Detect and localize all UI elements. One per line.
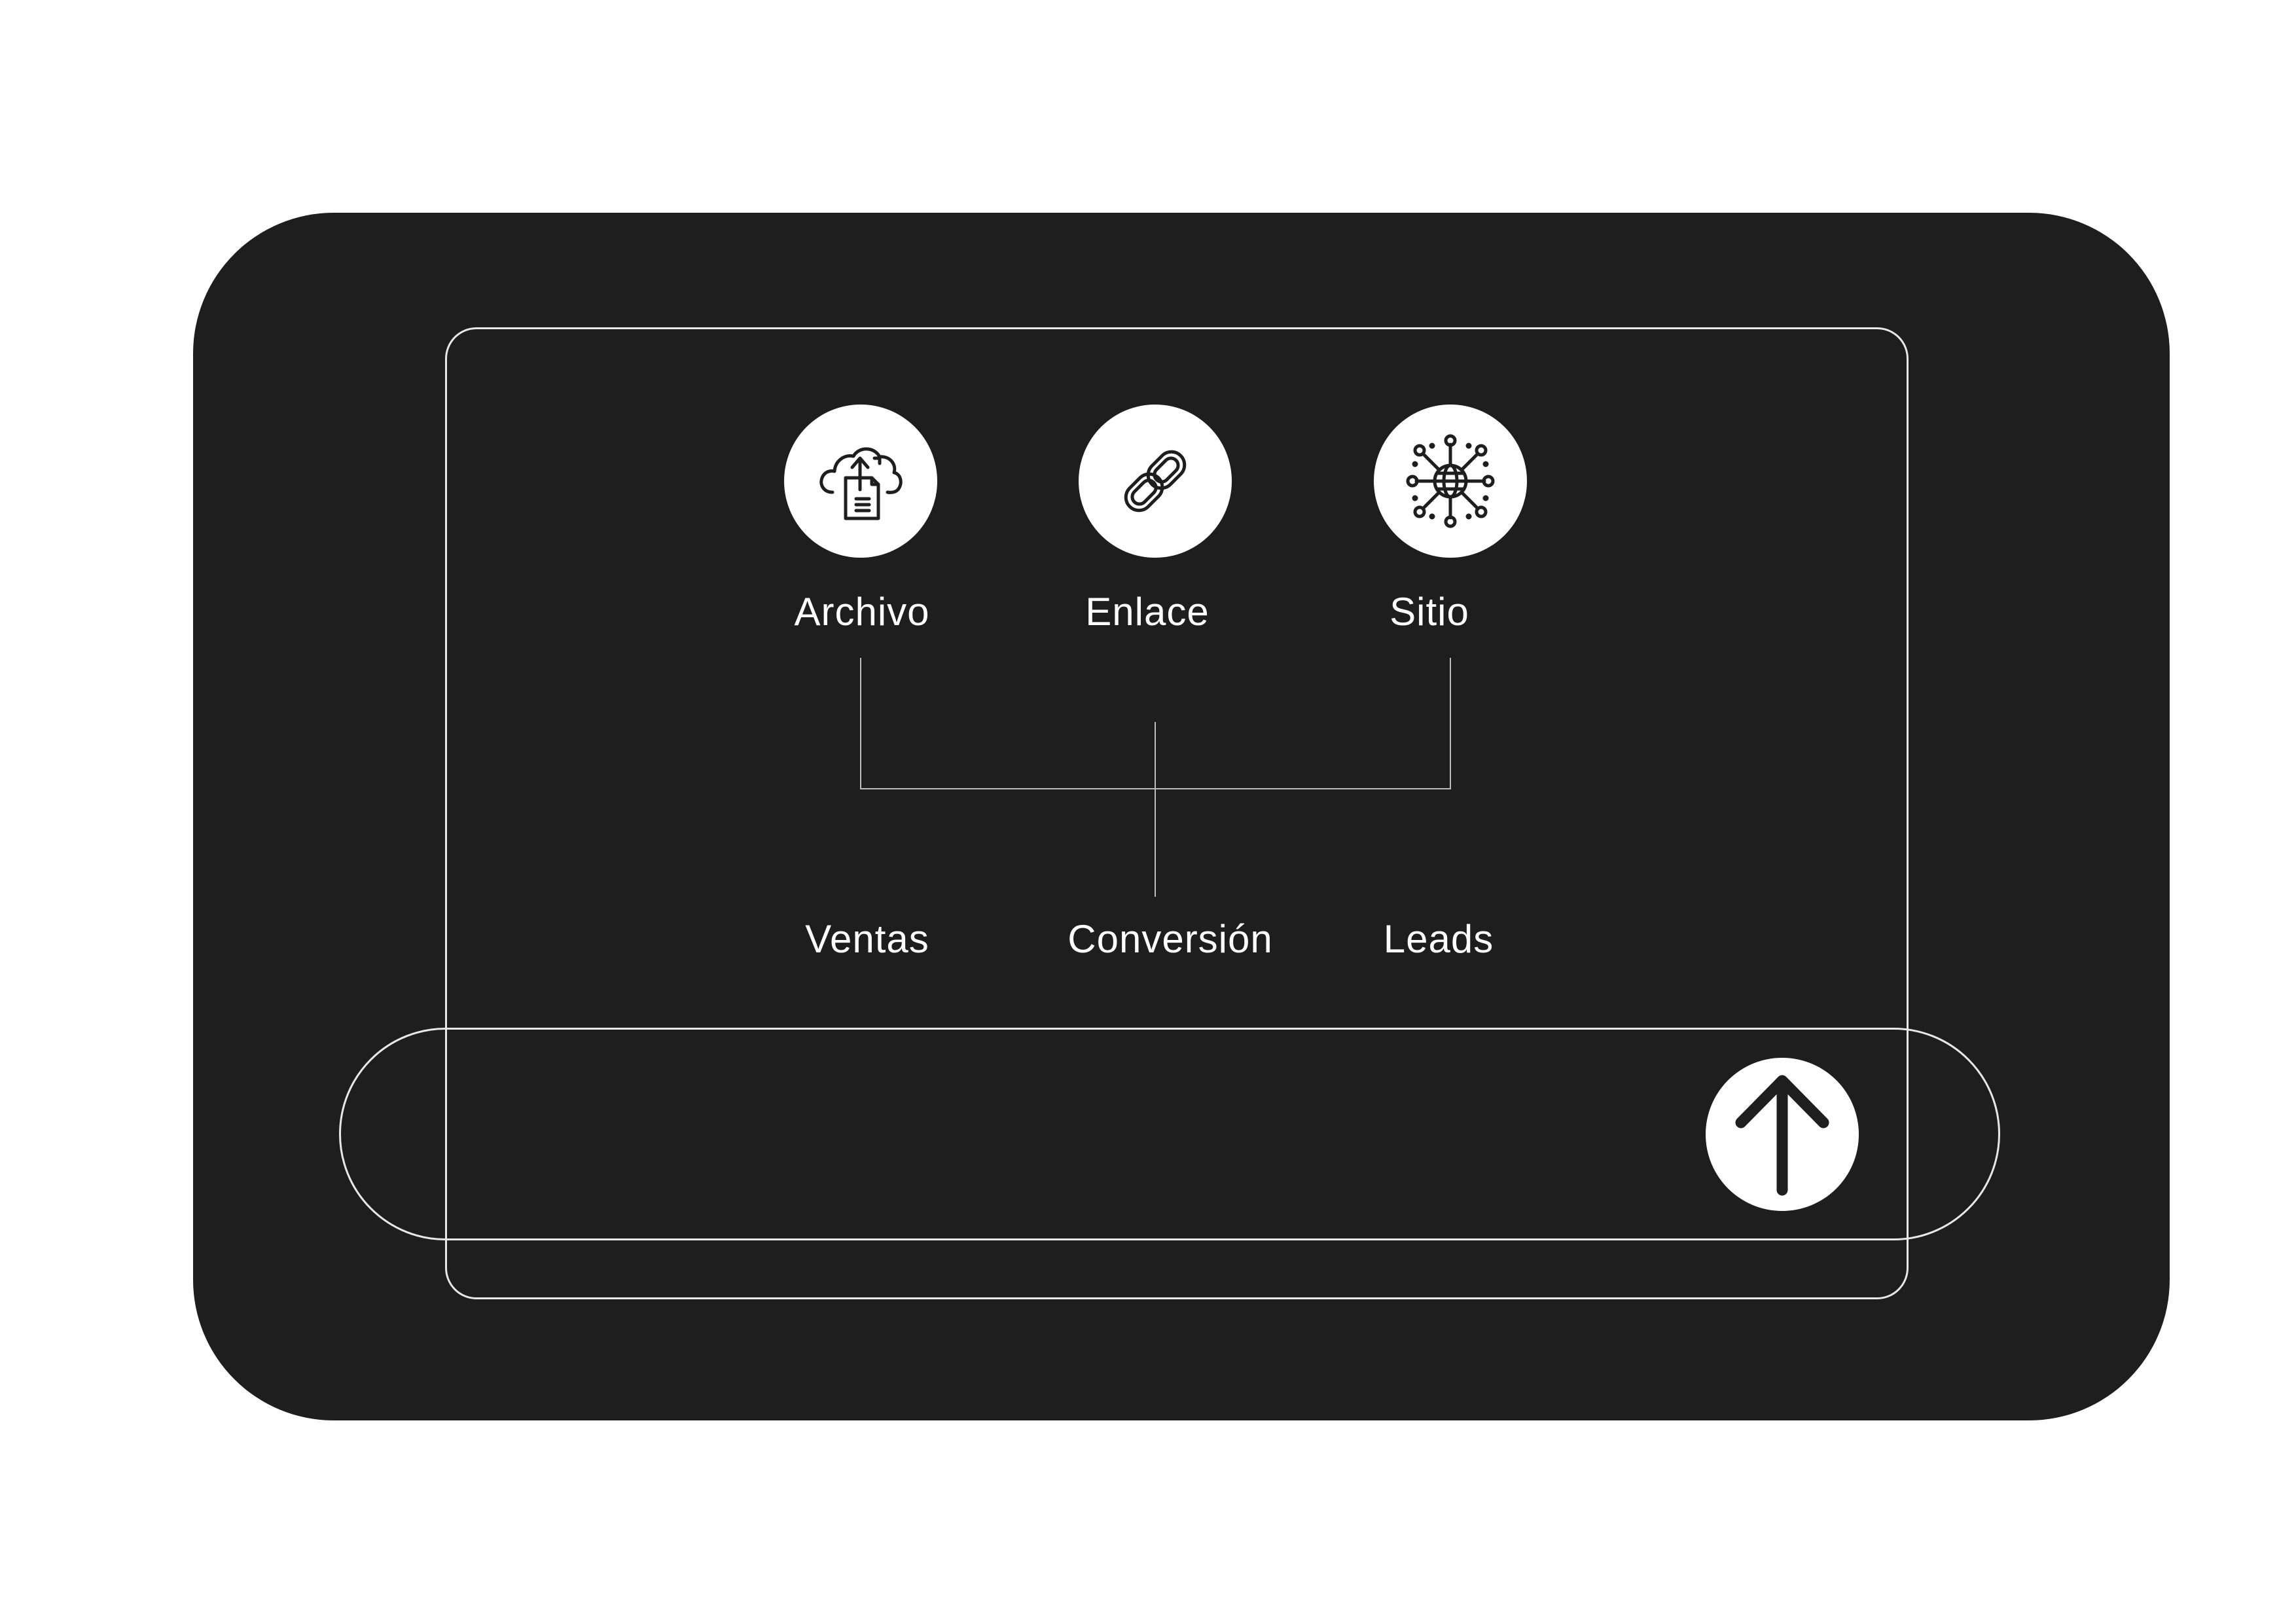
outcome-label-conversion: Conversión — [1067, 917, 1273, 961]
globe-network-icon — [1374, 405, 1527, 558]
prompt-input-bar[interactable] — [339, 1028, 2000, 1240]
source-archivo[interactable] — [784, 405, 941, 562]
cloud-upload-document-icon — [784, 405, 937, 558]
outcome-label-leads: Leads — [1383, 917, 1494, 961]
arrow-up-icon — [1735, 1075, 1829, 1196]
source-enlace[interactable] — [1079, 405, 1236, 562]
send-button[interactable] — [1706, 1058, 1859, 1211]
source-sitio[interactable] — [1374, 405, 1531, 562]
content-panel — [445, 327, 1909, 1299]
outcome-label-ventas: Ventas — [805, 917, 929, 961]
source-label-sitio: Sitio — [1390, 590, 1469, 634]
source-label-enlace: Enlace — [1085, 590, 1210, 634]
source-label-archivo: Archivo — [794, 590, 930, 634]
chain-link-icon — [1079, 405, 1232, 558]
